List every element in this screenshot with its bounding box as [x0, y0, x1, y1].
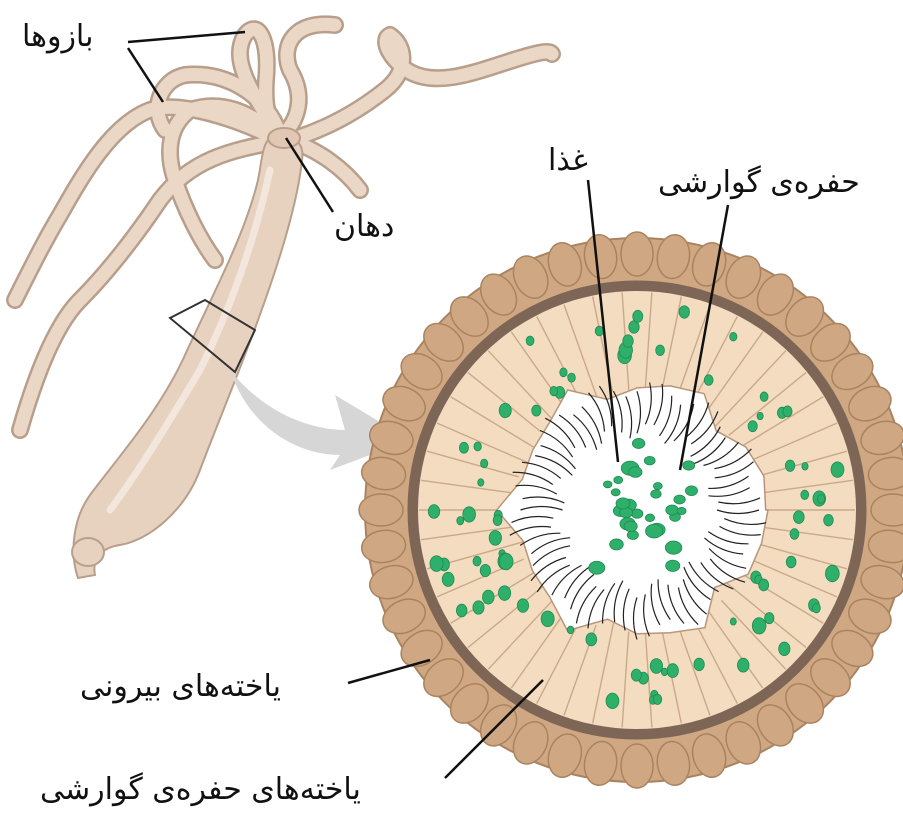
- food-vacuole: [560, 368, 567, 377]
- food-vacuole: [779, 642, 790, 656]
- food-vacuole: [480, 564, 490, 576]
- food-vacuole: [532, 405, 541, 416]
- food-vacuole: [760, 392, 768, 401]
- food-vacuole: [489, 530, 501, 545]
- food-vacuole: [517, 599, 528, 613]
- food-vacuole: [812, 603, 820, 612]
- food-particle: [666, 560, 680, 571]
- food-vacuole: [831, 462, 844, 477]
- food-vacuole: [650, 659, 662, 674]
- food-vacuole: [653, 694, 661, 704]
- food-vacuole: [824, 514, 834, 526]
- food-vacuole: [474, 442, 481, 451]
- outer-cell: [621, 744, 653, 788]
- label-food: غذا: [548, 146, 588, 176]
- food-vacuole: [567, 626, 573, 634]
- food-vacuole: [737, 658, 749, 672]
- food-particle: [610, 539, 624, 550]
- cross-section: [359, 232, 903, 788]
- food-vacuole: [428, 505, 439, 519]
- food-particle: [666, 505, 679, 515]
- food-vacuole: [793, 511, 804, 524]
- food-particle: [611, 489, 620, 496]
- food-vacuole: [656, 345, 665, 356]
- label-gastrovascular-cavity: حفره‌ی گوارشی: [658, 168, 860, 198]
- food-vacuole: [631, 669, 641, 681]
- food-vacuole: [790, 529, 799, 540]
- food-vacuole: [801, 490, 809, 499]
- food-particle: [629, 467, 642, 478]
- food-vacuole: [759, 579, 769, 591]
- food-vacuole: [482, 590, 494, 604]
- label-cavity-cells: یاخته‌های حفره‌ی گوارشی: [40, 775, 361, 805]
- food-vacuole: [667, 664, 678, 678]
- food-vacuole: [825, 565, 839, 582]
- food-vacuole: [550, 386, 558, 395]
- food-particle: [646, 524, 663, 538]
- food-vacuole: [499, 553, 513, 570]
- food-particle: [674, 495, 685, 504]
- food-vacuole: [463, 507, 476, 522]
- food-vacuole: [802, 463, 808, 471]
- food-particle: [653, 482, 662, 489]
- food-vacuole: [783, 406, 792, 417]
- food-particle: [677, 507, 686, 514]
- food-vacuole: [704, 375, 713, 386]
- food-vacuole: [526, 336, 534, 345]
- food-vacuole: [459, 442, 468, 453]
- food-vacuole: [499, 403, 511, 417]
- outer-cell: [621, 232, 653, 276]
- food-particle: [665, 541, 682, 554]
- food-vacuole: [623, 335, 633, 348]
- label-tentacles: بازوها: [22, 22, 93, 52]
- food-particle: [645, 514, 654, 521]
- food-particle: [614, 476, 623, 483]
- food-vacuole: [430, 556, 443, 572]
- food-vacuole: [478, 479, 484, 486]
- food-vacuole: [457, 517, 464, 525]
- food-vacuole: [765, 613, 774, 624]
- food-vacuole: [481, 459, 488, 468]
- food-vacuole: [752, 618, 766, 634]
- food-vacuole: [586, 633, 597, 646]
- food-vacuole: [757, 412, 763, 419]
- food-vacuole: [541, 611, 554, 627]
- food-vacuole: [679, 306, 689, 318]
- food-vacuole: [568, 373, 576, 382]
- food-particle: [651, 490, 661, 498]
- food-particle: [685, 486, 697, 496]
- food-particle: [632, 438, 644, 448]
- food-vacuole: [473, 556, 481, 566]
- food-vacuole: [730, 332, 737, 341]
- food-vacuole: [456, 604, 467, 617]
- food-particle: [616, 498, 630, 509]
- food-vacuole: [785, 460, 795, 471]
- food-vacuole: [748, 421, 757, 432]
- food-particle: [589, 561, 605, 574]
- food-vacuole: [473, 601, 484, 614]
- food-particle: [627, 531, 638, 540]
- food-vacuole: [730, 618, 736, 625]
- outer-cell: [359, 494, 403, 526]
- food-vacuole: [817, 495, 824, 504]
- food-particle: [603, 481, 612, 488]
- food-particle: [683, 461, 695, 470]
- food-vacuole: [606, 693, 619, 708]
- label-mouth: دهان: [334, 212, 394, 242]
- food-vacuole: [633, 310, 643, 322]
- food-vacuole: [661, 668, 667, 676]
- food-vacuole: [493, 515, 502, 526]
- food-vacuole: [442, 572, 454, 586]
- food-vacuole: [498, 586, 510, 601]
- label-outer-cells: یاخته‌های بیرونی: [80, 672, 281, 702]
- food-particle: [631, 509, 643, 518]
- food-vacuole: [694, 658, 704, 670]
- food-particle: [644, 456, 655, 465]
- food-vacuole: [786, 556, 796, 568]
- food-vacuole: [595, 326, 603, 336]
- food-particle: [624, 521, 637, 532]
